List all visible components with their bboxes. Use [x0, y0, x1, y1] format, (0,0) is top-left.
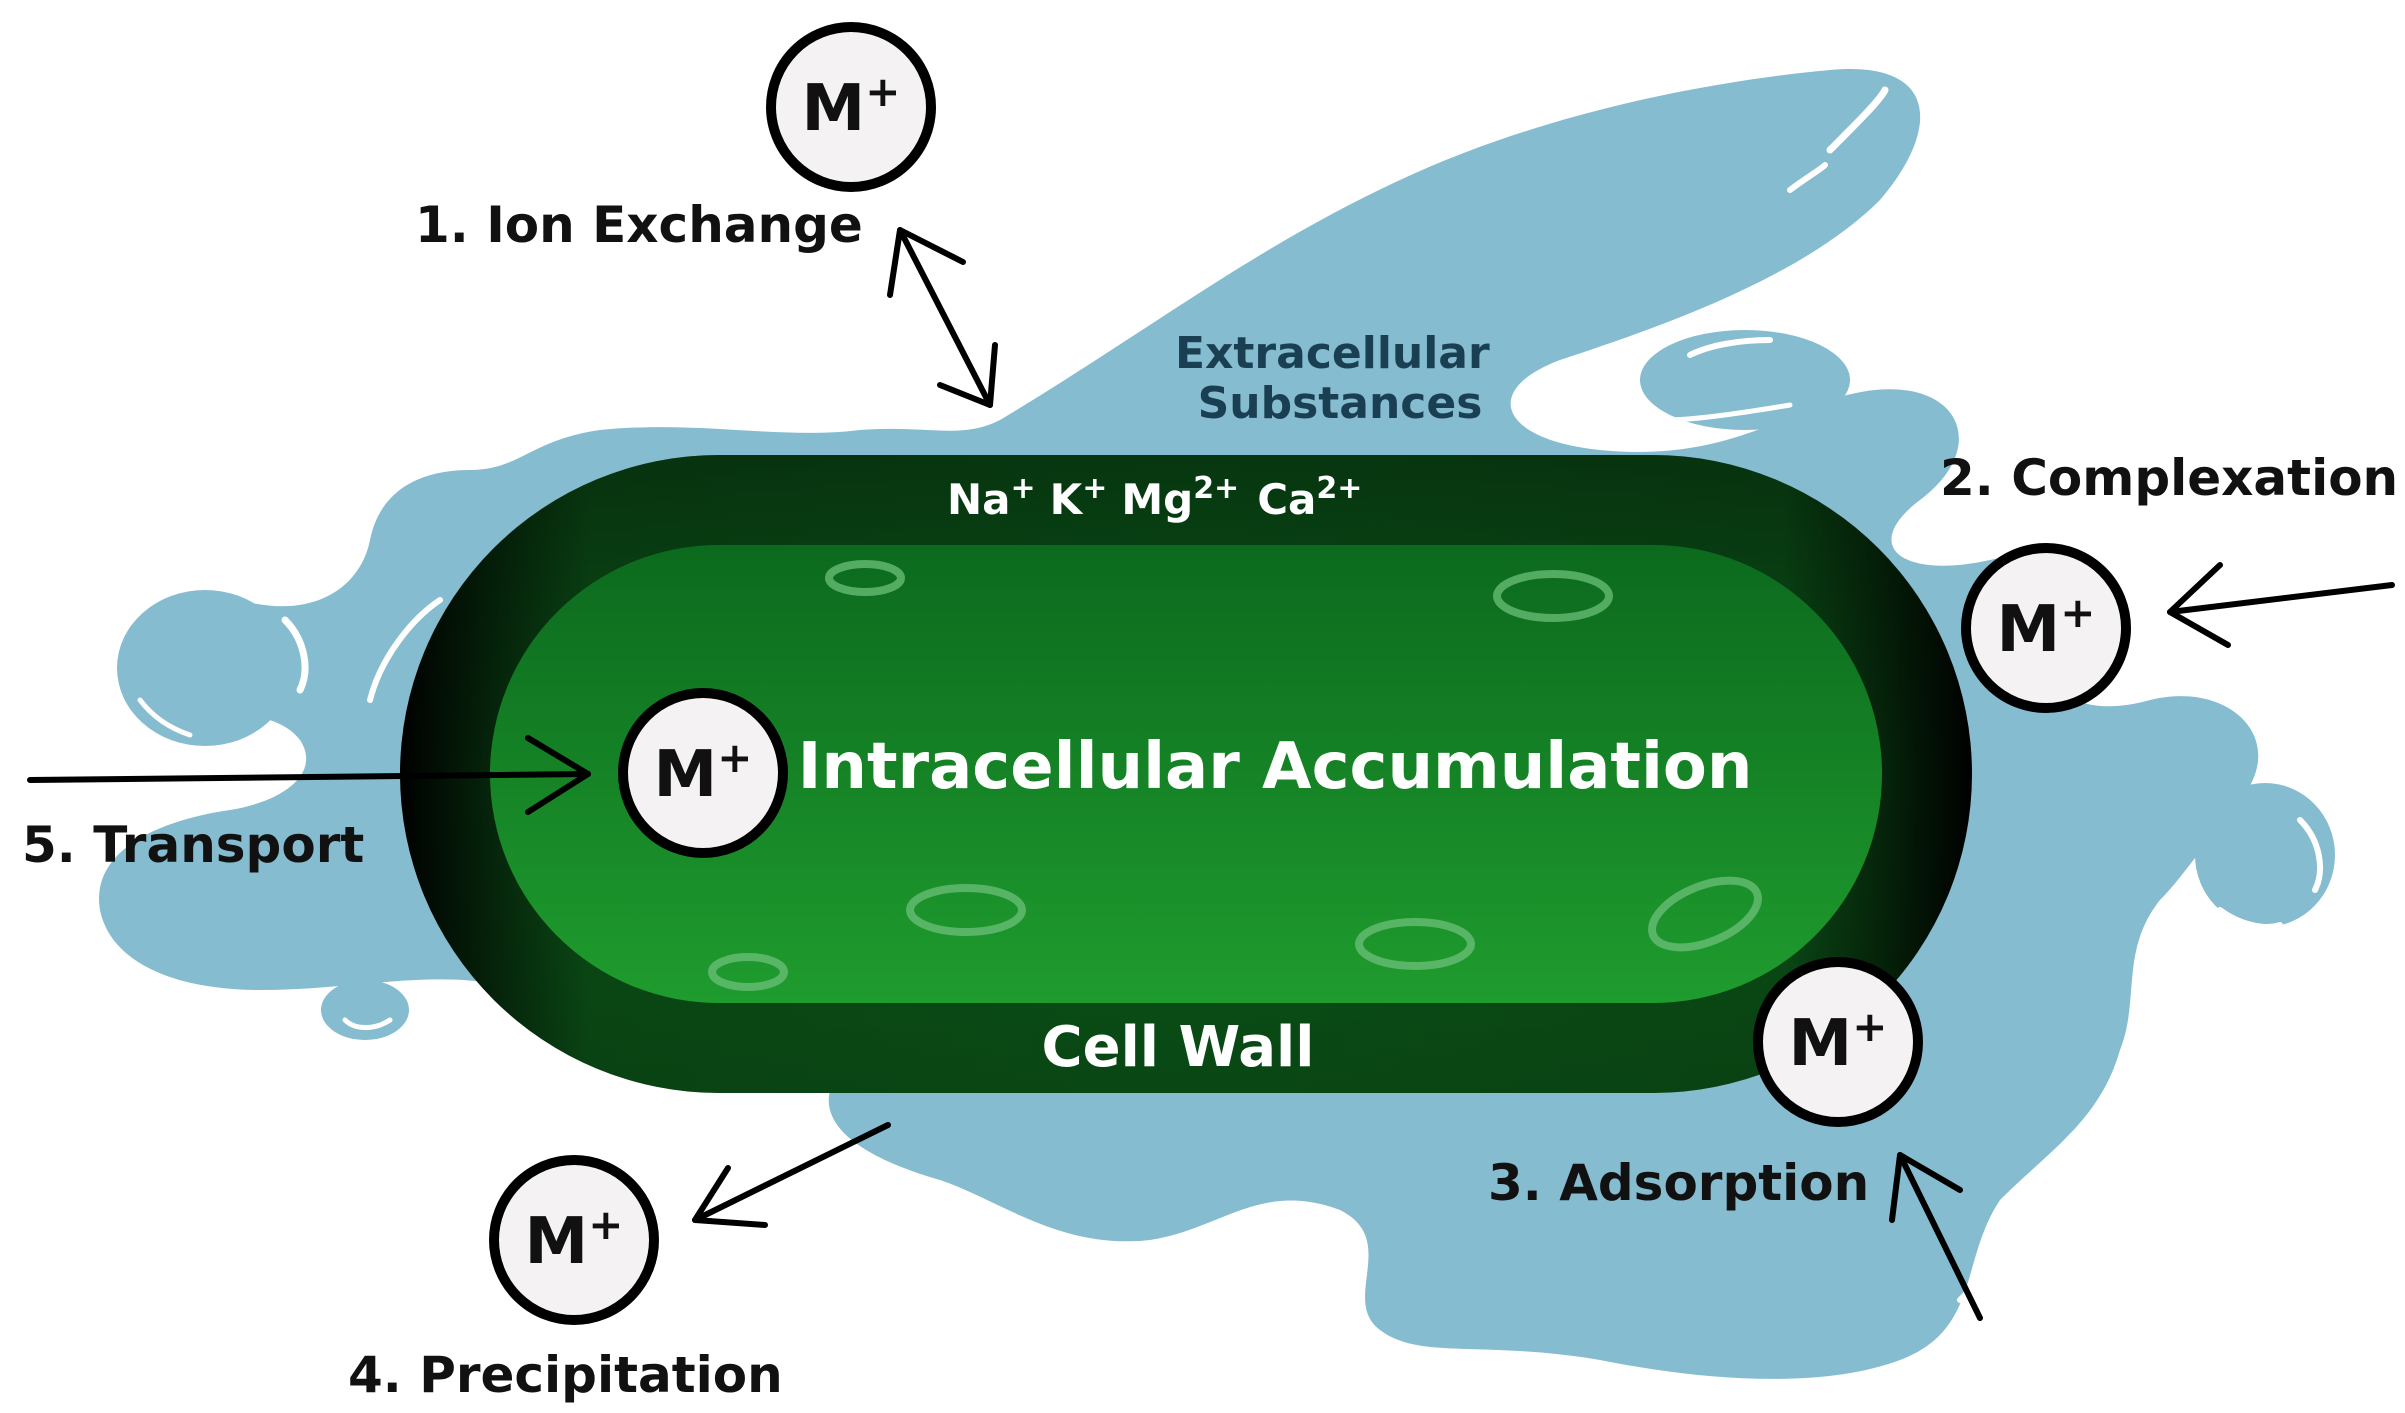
cell-wall-label: Cell Wall	[1042, 1015, 1315, 1080]
svg-text:M+: M+	[1997, 588, 2096, 667]
vesicle	[708, 953, 788, 991]
svg-text:M+: M+	[525, 1200, 624, 1279]
arrow-icon	[1889, 1152, 1983, 1321]
metal-ion-circle-icon: M+	[766, 22, 936, 192]
metal-ion-circle-icon: M+	[618, 688, 788, 858]
vesicle	[906, 884, 1026, 936]
fluid-droplet	[321, 980, 409, 1040]
label-adsorption: 3. Adsorption	[1488, 1154, 1869, 1212]
double-headed-arrow-icon	[887, 227, 998, 408]
vesicle	[1355, 918, 1475, 970]
intracellular-label: Intracellular Accumulation	[798, 730, 1753, 804]
metal-ion-circle-icon: M+	[1753, 957, 1923, 1127]
vesicle	[825, 560, 905, 596]
svg-text:M+: M+	[654, 733, 753, 812]
wall-cations: Na+K+Mg2+Ca2+	[947, 471, 1362, 524]
label-transport: 5. Transport	[22, 816, 364, 874]
label-ion-exchange: 1. Ion Exchange	[415, 196, 863, 254]
label-complexation: 2. Complexation	[1940, 449, 2398, 507]
arrows	[27, 227, 2395, 1321]
fluid-droplet	[2195, 783, 2335, 927]
svg-text:M+: M+	[802, 67, 901, 146]
extracellular-label-line1: Extracellular	[1175, 328, 1490, 379]
metal-ion-circle-icon: M+	[489, 1155, 659, 1325]
bacterial-cell: Na+K+Mg2+Ca2+ Cell Wall Intracellular Ac…	[400, 455, 1972, 1093]
vesicle	[1493, 570, 1613, 622]
arrow-icon	[27, 735, 591, 815]
fluid-droplet	[1640, 330, 1850, 430]
extracellular-label-line2: Substances	[1198, 378, 1483, 429]
metal-ion-circle-icon: M+	[1961, 543, 2131, 713]
fluid-droplet	[117, 590, 293, 746]
vesicle	[1648, 876, 1762, 952]
arrow-icon	[692, 1122, 891, 1228]
cell-vesicles	[708, 560, 1762, 991]
label-precipitation: 4. Precipitation	[348, 1346, 783, 1404]
cytoplasm	[490, 545, 1882, 1003]
svg-text:M+: M+	[1789, 1002, 1888, 1081]
extracellular-label: Extracellular Substances	[1175, 328, 1505, 429]
arrow-icon	[2167, 562, 2395, 648]
